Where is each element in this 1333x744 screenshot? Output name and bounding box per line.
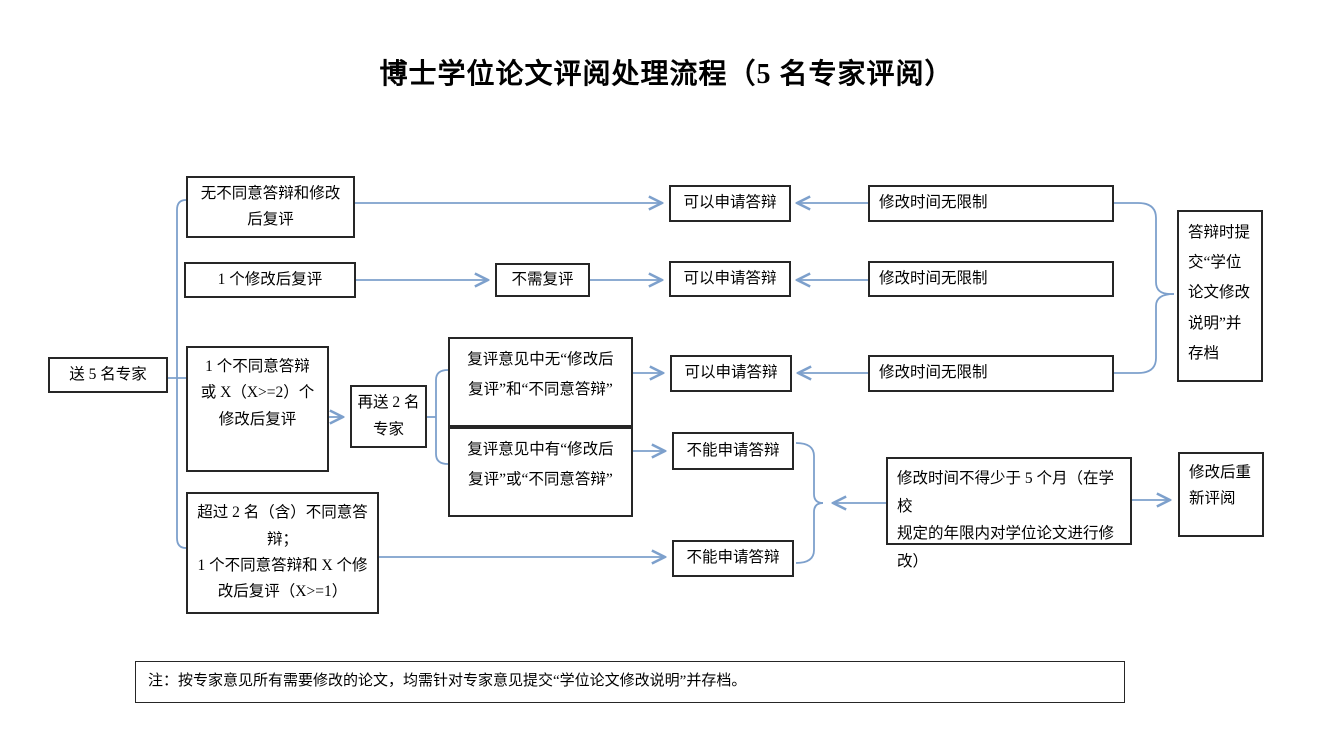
- page-title: 博士学位论文评阅处理流程（5 名专家评阅）: [379, 59, 954, 90]
- node-cond-over-two-disagree: 超过 2 名（含）不同意答 辩； 1 个不同意答辩和 X 个修 改后复评（X>=…: [186, 492, 379, 614]
- node-can-defend-2: 可以申请答辩: [669, 261, 791, 297]
- node-cond-one-disagree: 1 个不同意答辩 或 X（X>=2）个 修改后复评: [186, 346, 329, 472]
- node-no-time-limit-1: 修改时间无限制: [868, 185, 1114, 222]
- connector-bracket-top: [795, 442, 824, 504]
- connector-resend-fork: [435, 369, 449, 465]
- footer-note: 注：按专家意见所有需要修改的论文，均需针对专家意见提交“学位论文修改说明”并存档…: [135, 661, 1125, 703]
- connector-bracket-bottom: [795, 502, 824, 564]
- node-no-time-limit-3: 修改时间无限制: [868, 355, 1114, 392]
- node-min-5-months: 修改时间不得少于 5 个月（在学校 规定的年限内对学位论文进行修 改）: [886, 457, 1132, 570]
- node-rereview-after-revision: 修改后重 新评阅: [1178, 452, 1264, 537]
- node-can-defend-1: 可以申请答辩: [669, 185, 791, 222]
- connector-trunk: [176, 199, 187, 549]
- connector-brace-top: [1114, 202, 1174, 295]
- node-cond-one-rereview: 1 个修改后复评: [184, 262, 356, 298]
- connector-brace-bottom: [1114, 293, 1175, 374]
- node-resend-2-experts: 再送 2 名 专家: [350, 385, 427, 448]
- node-no-rereview-needed: 不需复评: [495, 263, 590, 297]
- node-rereview-no-keywords: 复评意见中无“修改后 复评”和“不同意答辩”: [448, 337, 633, 427]
- node-rereview-has-keywords: 复评意见中有“修改后 复评”或“不同意答辩”: [448, 427, 633, 517]
- node-send-5-experts: 送 5 名专家: [48, 357, 168, 393]
- node-cannot-defend-2: 不能申请答辩: [672, 540, 794, 577]
- node-can-defend-3: 可以申请答辩: [670, 355, 792, 392]
- node-no-time-limit-2: 修改时间无限制: [868, 261, 1114, 297]
- node-cannot-defend-1: 不能申请答辩: [672, 432, 794, 470]
- node-cond-no-objection: 无不同意答辩和修改 后复评: [186, 176, 355, 238]
- node-archive-statement: 答辩时提 交“学位 论文修改 说明”并 存档: [1177, 210, 1263, 382]
